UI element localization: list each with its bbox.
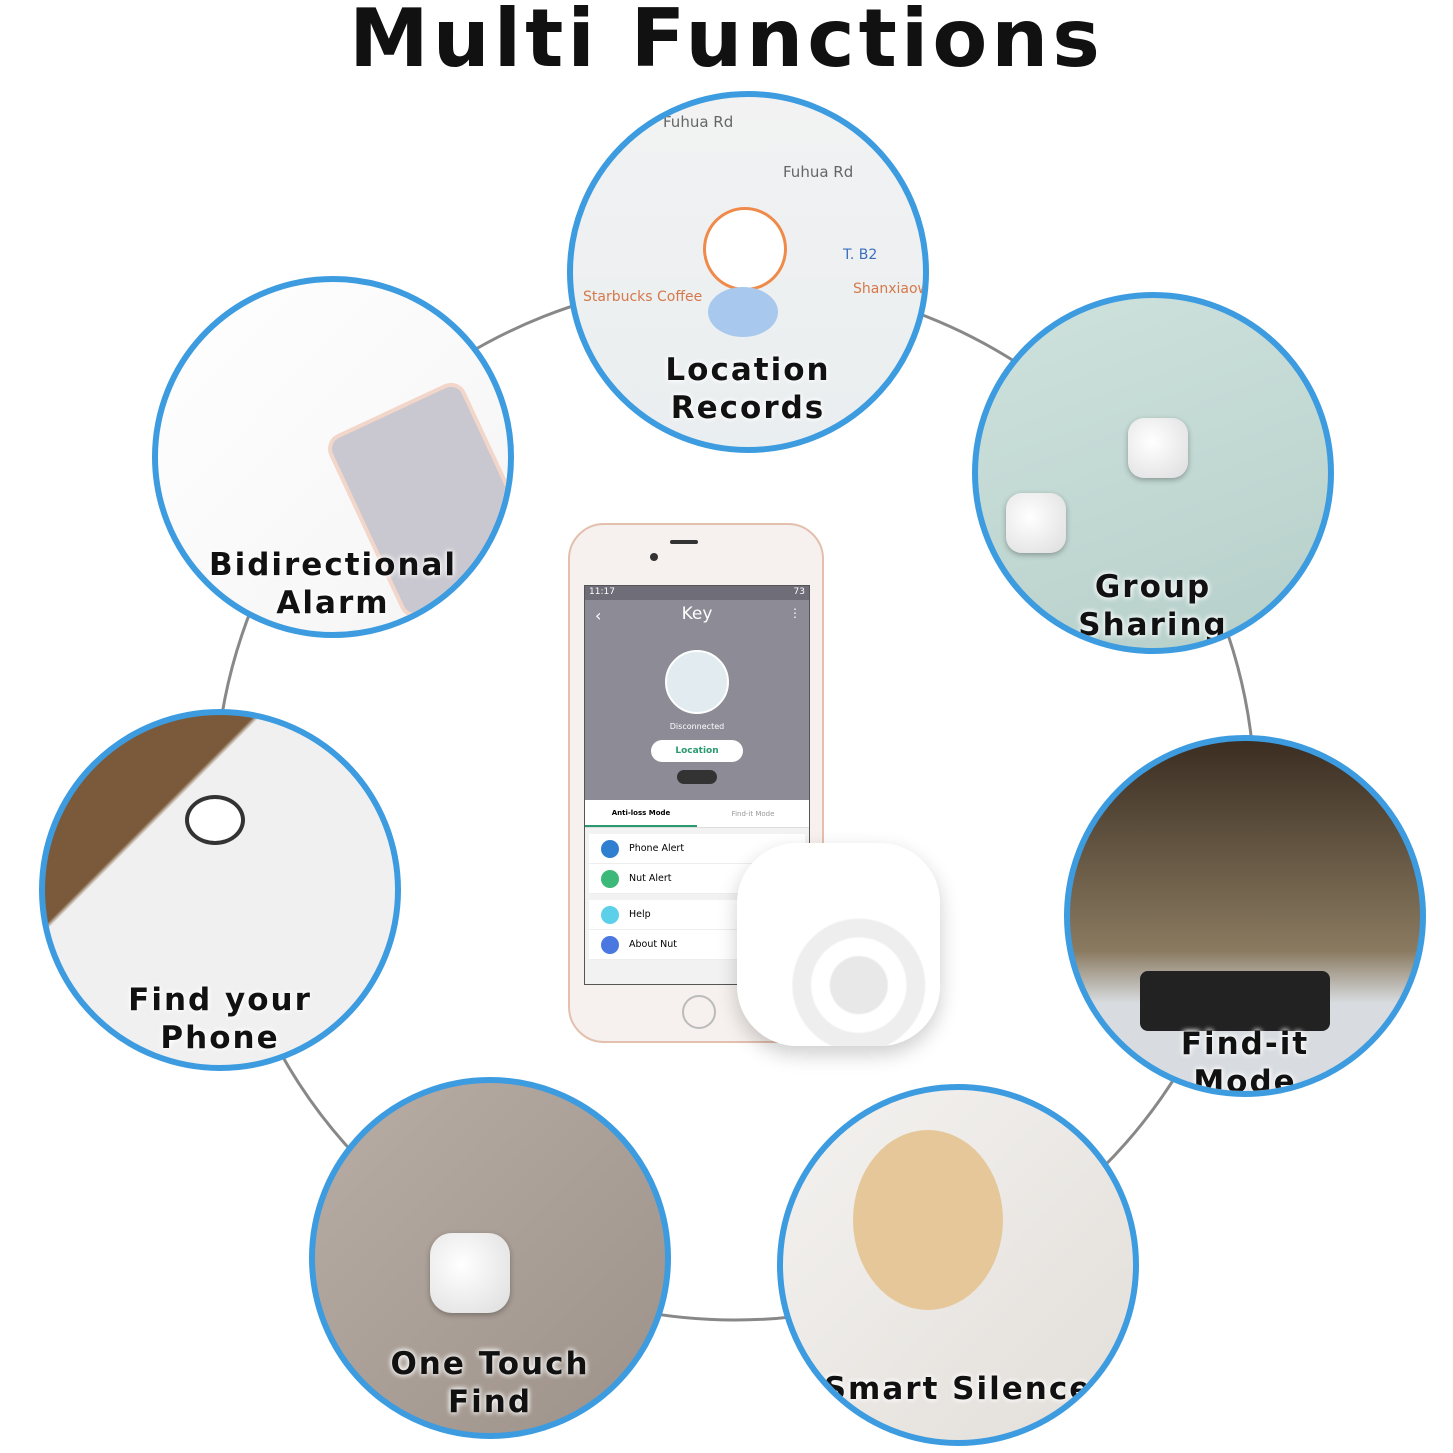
status-bar: 11:17 73 <box>585 586 809 600</box>
map-label: Starbucks Coffee <box>583 289 703 305</box>
feature-label: Group <box>1094 569 1212 605</box>
map-label: T. B2 <box>843 247 878 263</box>
connection-status: Disconnected <box>669 722 725 731</box>
coffee-cup-image <box>185 795 245 845</box>
location-button[interactable]: Location <box>651 740 743 762</box>
info-icon <box>601 935 619 954</box>
menu-label: Phone Alert <box>629 843 685 854</box>
feature-label: Records <box>670 390 826 426</box>
toggle-pill[interactable] <box>677 770 717 784</box>
device-icon <box>665 650 729 714</box>
back-icon[interactable]: ‹ <box>595 606 602 625</box>
feature-label: Phone <box>160 1020 280 1056</box>
help-icon <box>601 905 619 924</box>
more-icon[interactable]: ⋮ <box>789 606 801 620</box>
menu-label: Nut Alert <box>629 873 672 884</box>
feature-label: Mode <box>1193 1064 1297 1097</box>
phone-alert-icon <box>601 839 619 858</box>
map-label: Shanxiaow <box>853 281 929 297</box>
map-label: Fuhua Rd <box>783 163 854 181</box>
map-label: Fuhua Rd <box>663 113 734 131</box>
feature-label: Alarm <box>276 585 390 621</box>
tag-image <box>1006 493 1066 553</box>
feature-label: Smart Silence <box>823 1371 1093 1407</box>
feature-label: Find <box>447 1384 533 1420</box>
page-title: Multi Functions <box>349 0 1104 85</box>
location-dot-icon <box>708 287 778 337</box>
feature-label: Bidirectional <box>208 547 458 583</box>
feature-label: Location <box>665 352 831 388</box>
feature-smart-silence: Smart Silence <box>777 1084 1139 1446</box>
tab-anti-loss[interactable]: Anti-loss Mode <box>585 801 697 827</box>
menu-label: Help <box>629 909 651 920</box>
device-title: Key <box>681 604 713 624</box>
tag-image <box>430 1233 510 1313</box>
home-button <box>682 995 716 1029</box>
time: 11:17 <box>589 587 615 597</box>
feature-label: Sharing <box>1078 607 1228 643</box>
battery-level: 73 <box>793 587 805 597</box>
feature-label: One Touch <box>390 1346 590 1382</box>
feature-label: Find your <box>128 982 312 1018</box>
wallet-image <box>1140 971 1330 1031</box>
tag-image <box>1128 418 1188 478</box>
tracker-tag-image <box>737 843 940 1046</box>
tag-pin-icon <box>703 207 787 291</box>
feature-location-records: Fuhua Rd Fuhua Rd Starbucks Coffee T. B2… <box>567 91 929 453</box>
tab-find-it[interactable]: Find-it Mode <box>731 809 775 818</box>
nut-alert-icon <box>601 869 619 888</box>
feature-label: Find-it <box>1180 1026 1310 1062</box>
menu-label: About Nut <box>629 939 677 950</box>
sleeping-woman-image <box>853 1130 1003 1310</box>
